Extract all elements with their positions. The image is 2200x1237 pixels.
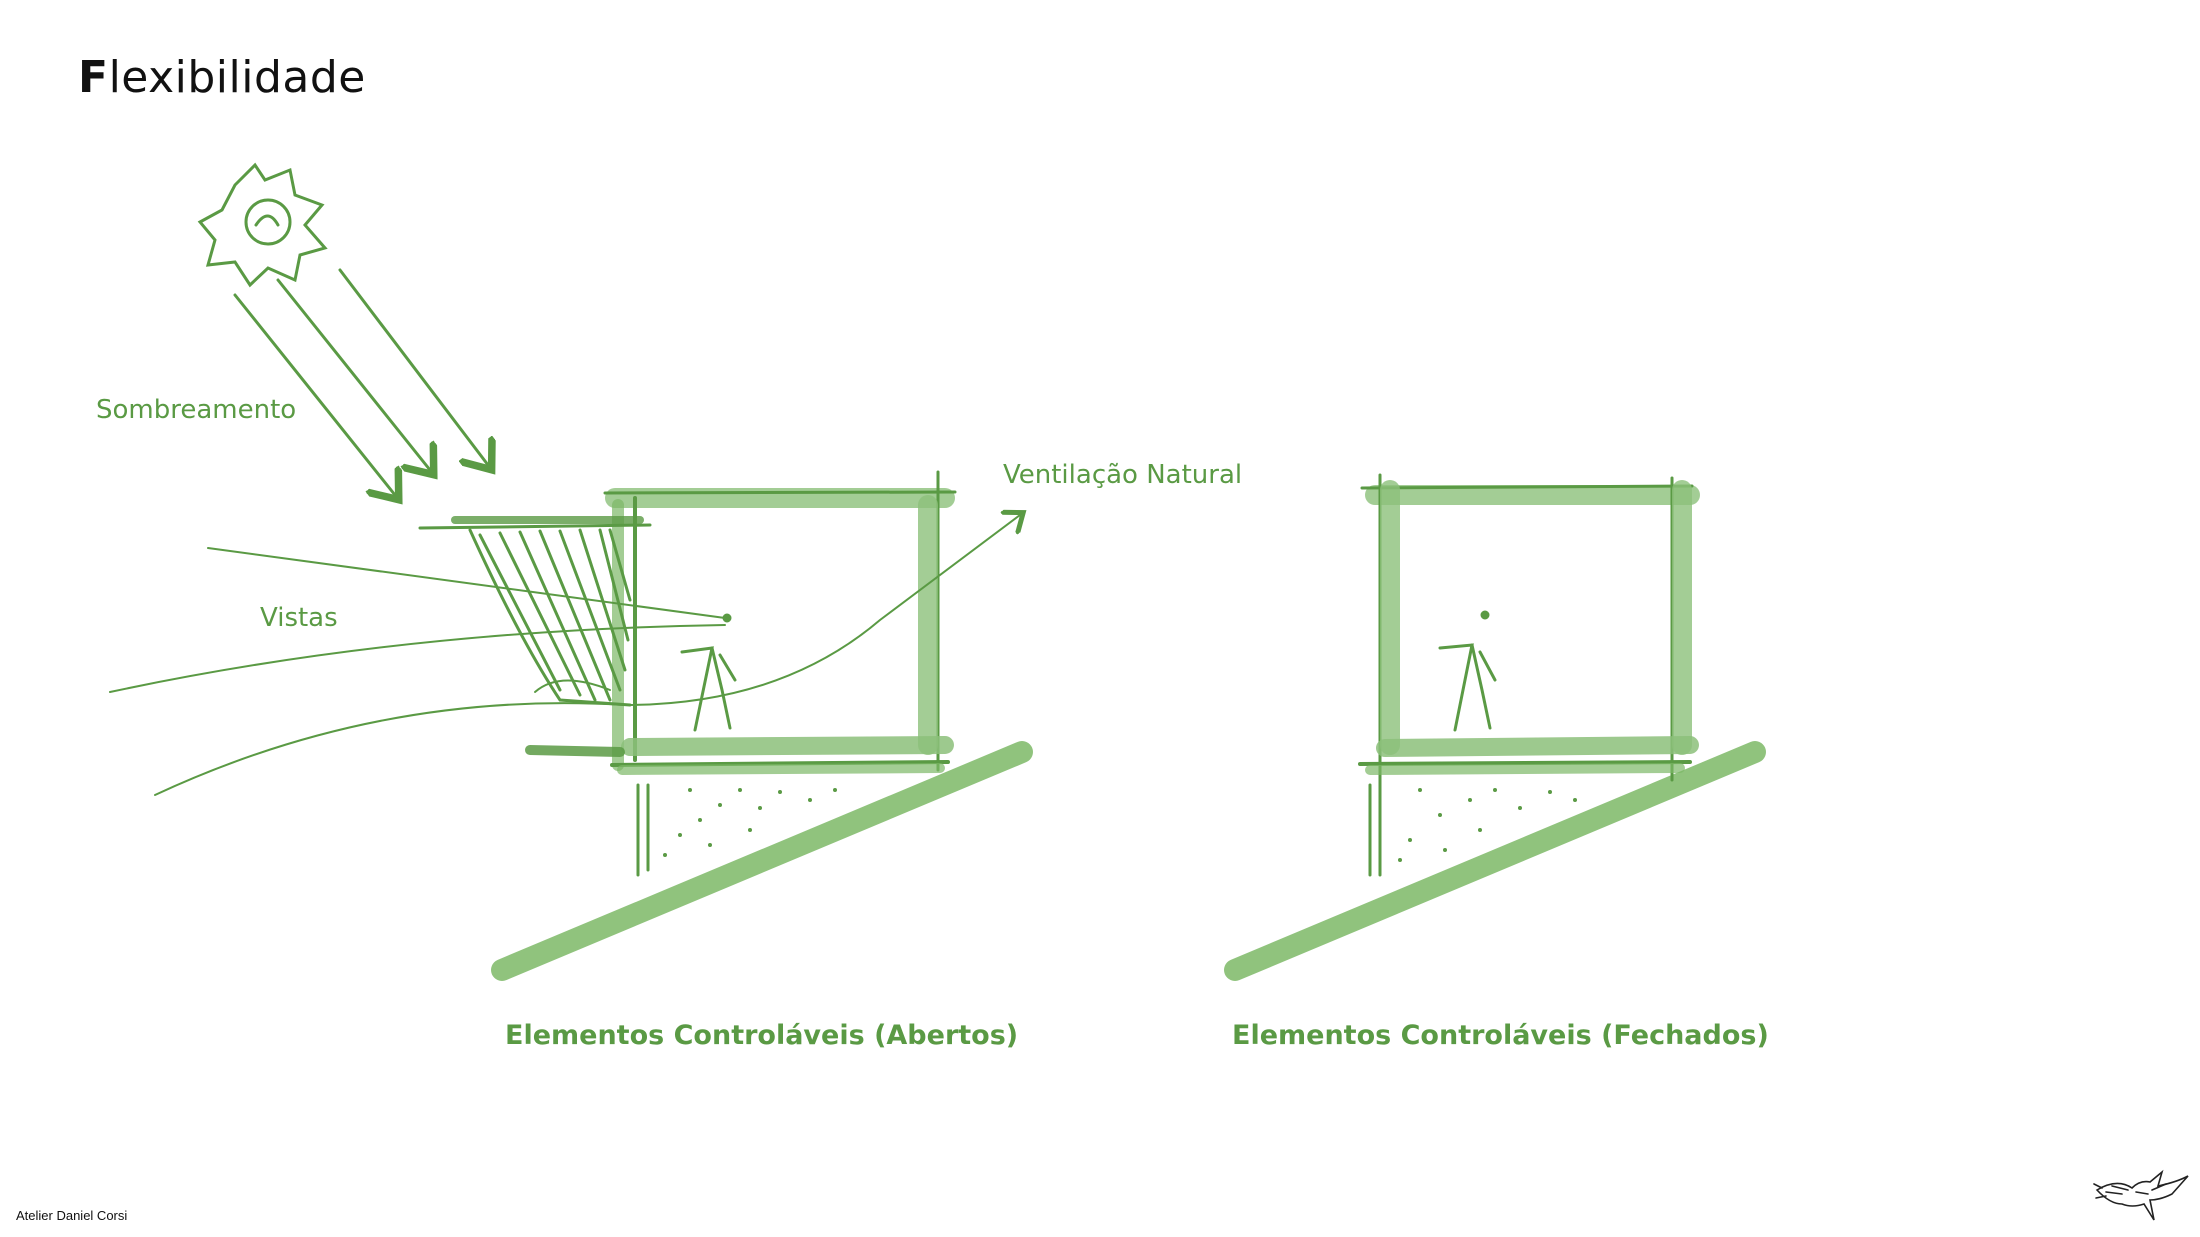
ventilation-arrow <box>624 515 1020 706</box>
label-shading: Sombreamento <box>96 395 297 425</box>
title-rest: lexibilidade <box>108 52 366 103</box>
sun-rays <box>233 268 488 495</box>
shading-louver <box>418 516 652 757</box>
ground-line-left <box>491 741 1033 981</box>
label-views: Vistas <box>260 603 338 633</box>
open-sketch <box>109 162 1033 981</box>
soil-dots-left <box>663 788 837 857</box>
caption-open: Elementos Controláveis (Abertos) <box>505 1020 1019 1051</box>
house-closed <box>1358 473 1700 877</box>
house-open <box>603 470 957 877</box>
title-initial: F <box>78 52 109 103</box>
caption-closed: Elementos Controláveis (Fechados) <box>1232 1020 1769 1051</box>
person-open <box>680 613 737 732</box>
label-ventilation: Ventilação Natural <box>1003 460 1243 490</box>
sun-icon <box>197 162 328 288</box>
soil-dots-right <box>1398 788 1577 862</box>
person-closed <box>1438 610 1497 732</box>
page-title: Flexibilidade <box>78 52 366 103</box>
ground-line-right <box>1224 741 1766 981</box>
bird-logo-icon <box>2093 1169 2189 1221</box>
closed-sketch <box>1224 473 1766 981</box>
footer-credit: Atelier Daniel Corsi <box>16 1208 128 1223</box>
view-lines <box>109 547 726 796</box>
